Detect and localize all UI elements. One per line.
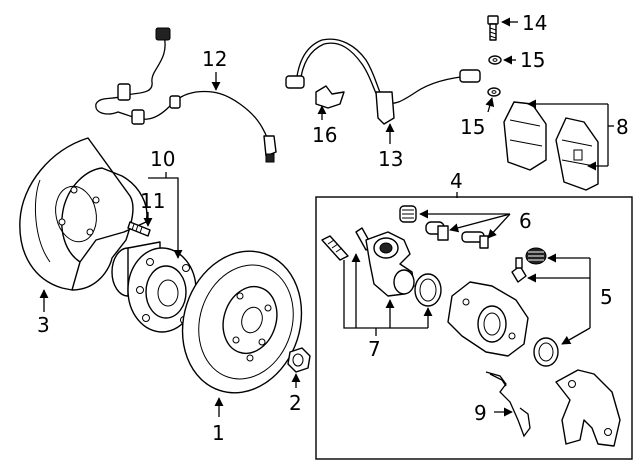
bleeder-cap <box>525 247 547 265</box>
dust-shield <box>19 137 148 291</box>
callout-7: 7 <box>368 337 381 361</box>
callout-6: 6 <box>519 209 532 233</box>
brake-rotor <box>181 250 303 394</box>
guide-pin-lower <box>461 231 489 249</box>
anti-rattle-spring <box>485 371 531 438</box>
callout-16: 16 <box>312 123 337 147</box>
hub-bearing <box>111 241 197 333</box>
parking-motor <box>365 231 415 297</box>
caliper-bolt <box>321 235 349 261</box>
guide-pin-boot <box>399 205 417 223</box>
o-ring-seal <box>414 273 442 307</box>
callout-3: 3 <box>37 313 50 337</box>
hub-nut <box>287 347 311 373</box>
guide-pin-upper <box>425 221 449 241</box>
caliper-assembly-box <box>315 196 633 460</box>
callout-1: 1 <box>212 421 225 445</box>
callout-9: 9 <box>474 401 487 425</box>
callout-13: 13 <box>378 147 403 171</box>
washer-top <box>488 55 502 65</box>
callout-15-upper: 15 <box>520 48 545 72</box>
callout-2: 2 <box>289 391 302 415</box>
callout-4: 4 <box>450 169 463 193</box>
caliper-body <box>447 281 529 357</box>
piston-seal <box>533 337 559 367</box>
abs-sensor <box>95 27 277 163</box>
leader-lines <box>39 17 614 417</box>
callout-labels: 1 2 3 4 5 6 7 8 9 10 11 12 13 14 15 15 1… <box>37 11 629 445</box>
washer-bottom <box>487 87 501 97</box>
callout-14: 14 <box>522 11 547 35</box>
bleeder-screw <box>511 257 527 283</box>
brake-hose <box>285 38 481 125</box>
brake-pad-inner <box>503 101 547 171</box>
callout-5: 5 <box>600 285 613 309</box>
hose-clip <box>315 85 345 109</box>
callout-10: 10 <box>150 147 175 171</box>
callout-12: 12 <box>202 47 227 71</box>
callout-15-lower: 15 <box>460 115 485 139</box>
wheel-stud <box>127 221 151 237</box>
caliper-bracket <box>555 369 621 447</box>
callout-11: 11 <box>140 189 165 213</box>
banjo-bolt <box>487 15 499 41</box>
callout-8: 8 <box>616 115 629 139</box>
brake-pad-outer <box>555 117 599 191</box>
